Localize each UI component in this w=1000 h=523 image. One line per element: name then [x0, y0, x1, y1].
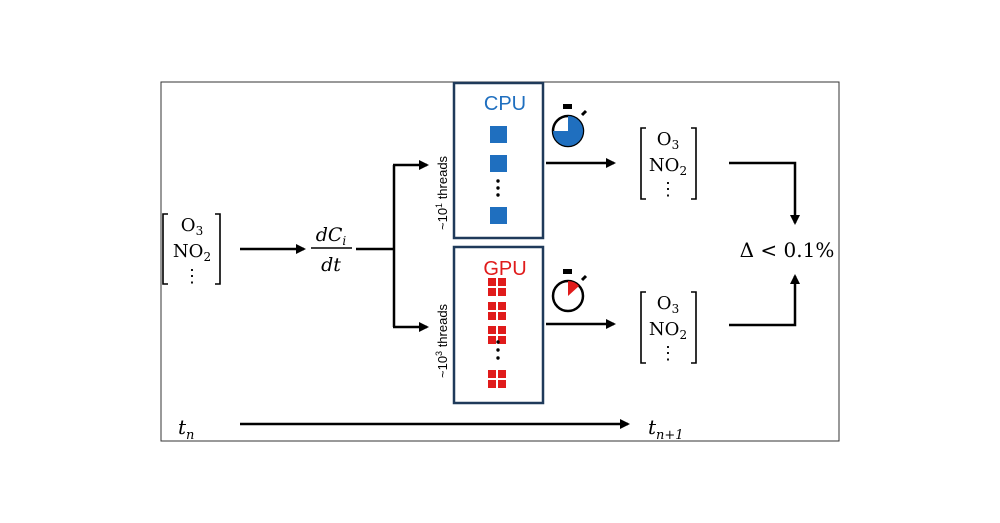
arrow-cpu-to-comparison — [729, 161, 800, 225]
derivative-denominator: dt — [321, 254, 341, 276]
derivative-numerator: dCi — [316, 224, 347, 248]
cpu-label: CPU — [484, 93, 526, 115]
gpu-thread-block-2 — [488, 302, 506, 320]
species-o3: O3 — [181, 215, 203, 238]
cpu-threads-label: ~101 threads — [434, 155, 450, 230]
ellipsis: ⋮ — [183, 266, 201, 287]
gpu-stopwatch-icon — [551, 269, 588, 313]
gpu-species-o3: O3 — [657, 293, 679, 316]
gpu-thread-block-1 — [488, 278, 506, 296]
cpu-ellipsis: ⋮ — [659, 179, 677, 200]
time-start: tn — [178, 415, 194, 443]
species-no2: NO2 — [173, 241, 211, 264]
input-vector: O3 NO2 ⋮ — [162, 213, 221, 287]
gpu-box: GPU — [452, 245, 545, 405]
cpu-stopwatch-icon — [551, 104, 588, 148]
gpu-output-vector: O3 NO2 ⋮ — [640, 291, 697, 364]
cpu-thread-n — [490, 207, 507, 224]
gpu-label: GPU — [483, 258, 526, 280]
right-bracket — [215, 213, 221, 285]
time-end: tn+1 — [648, 415, 684, 443]
cpu-species-no2: NO2 — [649, 155, 687, 178]
comparison-threshold: Δ < 0.1% — [740, 238, 835, 262]
gpu-thread-block-4 — [488, 370, 506, 388]
left-bracket — [162, 213, 168, 285]
gpu-thread-block-3 — [488, 326, 506, 344]
cpu-box: CPU — [452, 81, 545, 240]
gpu-ellipsis: ⋮ — [659, 343, 677, 364]
cpu-species-o3: O3 — [657, 129, 679, 152]
derivative-expression: dCi dt — [311, 224, 352, 276]
gpu-species-no2: NO2 — [649, 319, 687, 342]
gpu-threads-label: ~103 threads — [434, 303, 450, 378]
cpu-thread-2 — [490, 155, 507, 172]
arrow-gpu-to-comparison — [729, 274, 800, 327]
cpu-thread-1 — [490, 126, 507, 143]
cpu-output-vector: O3 NO2 ⋮ — [640, 127, 697, 200]
splitter-arrows — [356, 160, 429, 332]
